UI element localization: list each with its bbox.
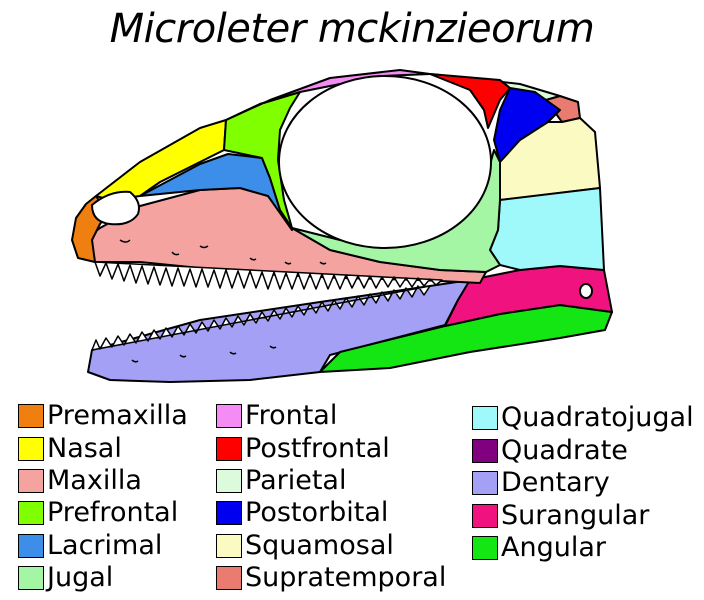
legend-label-prefrontal: Prefrontal (47, 497, 179, 528)
legend-item-frontal: Frontal (216, 402, 337, 430)
legend-item-postfrontal: Postfrontal (216, 435, 390, 463)
legend-item-jugal: Jugal (18, 564, 113, 592)
diagram-title: Microleter mckinzieorum (109, 6, 595, 52)
legend-label-squamosal: Squamosal (245, 530, 394, 561)
legend-label-supratemporal: Supratemporal (245, 562, 447, 593)
maxilla-swatch (18, 469, 44, 493)
legend-label-quadrate: Quadrate (501, 435, 628, 466)
legend-label-nasal: Nasal (47, 433, 122, 464)
legend-item-supratemporal: Supratemporal (216, 564, 446, 592)
legend-item-lacrimal: Lacrimal (18, 532, 162, 560)
legend-item-angular: Angular (472, 534, 606, 562)
quadrate-notch (579, 283, 593, 299)
lower-teeth (91, 285, 431, 351)
legend-item-postorbital: Postorbital (216, 499, 388, 527)
legend-item-maxilla: Maxilla (18, 467, 142, 495)
upper-teeth (94, 261, 443, 290)
legend-item-prefrontal: Prefrontal (18, 499, 178, 527)
angular-swatch (472, 536, 498, 560)
quadratojugal-bone (489, 187, 605, 271)
legend-label-quadratojugal: Quadratojugal (501, 402, 694, 433)
legend-label-surangular: Surangular (501, 500, 650, 531)
prefrontal-swatch (18, 501, 44, 525)
nostril (91, 190, 140, 226)
legend-label-frontal: Frontal (245, 400, 338, 431)
supratemporal-bone (545, 95, 581, 123)
supratemporal-swatch (216, 566, 242, 590)
legend-item-squamosal: Squamosal (216, 532, 394, 560)
postorbital-swatch (216, 501, 242, 525)
legend-item-parietal: Parietal (216, 467, 346, 495)
jugal-swatch (18, 566, 44, 590)
legend-label-lacrimal: Lacrimal (47, 530, 163, 561)
dentary-swatch (472, 471, 498, 495)
squamosal-swatch (216, 534, 242, 558)
legend-item-quadratojugal: Quadratojugal (472, 404, 694, 432)
legend-label-jugal: Jugal (47, 562, 114, 593)
quadrate-swatch (472, 439, 498, 463)
legend-item-nasal: Nasal (18, 435, 122, 463)
nasal-swatch (18, 437, 44, 461)
legend-label-premaxilla: Premaxilla (47, 400, 188, 431)
legend-item-surangular: Surangular (472, 502, 649, 530)
legend-label-parietal: Parietal (245, 465, 347, 496)
legend-item-quadrate: Quadrate (472, 437, 628, 465)
legend-item-dentary: Dentary (472, 469, 610, 497)
frontal-swatch (216, 404, 242, 428)
quadratojugal-swatch (472, 406, 498, 430)
lacrimal-swatch (18, 534, 44, 558)
legend-label-angular: Angular (501, 532, 606, 563)
legend-label-postorbital: Postorbital (245, 497, 389, 528)
postfrontal-swatch (216, 437, 242, 461)
foramina-marks (119, 239, 327, 363)
orbit (278, 75, 492, 249)
legend-label-maxilla: Maxilla (47, 465, 142, 496)
surangular-swatch (472, 504, 498, 528)
premaxilla-swatch (18, 404, 44, 428)
parietal-swatch (216, 469, 242, 493)
legend-item-premaxilla: Premaxilla (18, 402, 188, 430)
legend-label-postfrontal: Postfrontal (245, 433, 390, 464)
legend-label-dentary: Dentary (501, 467, 610, 498)
postfrontal-bone (429, 73, 511, 129)
